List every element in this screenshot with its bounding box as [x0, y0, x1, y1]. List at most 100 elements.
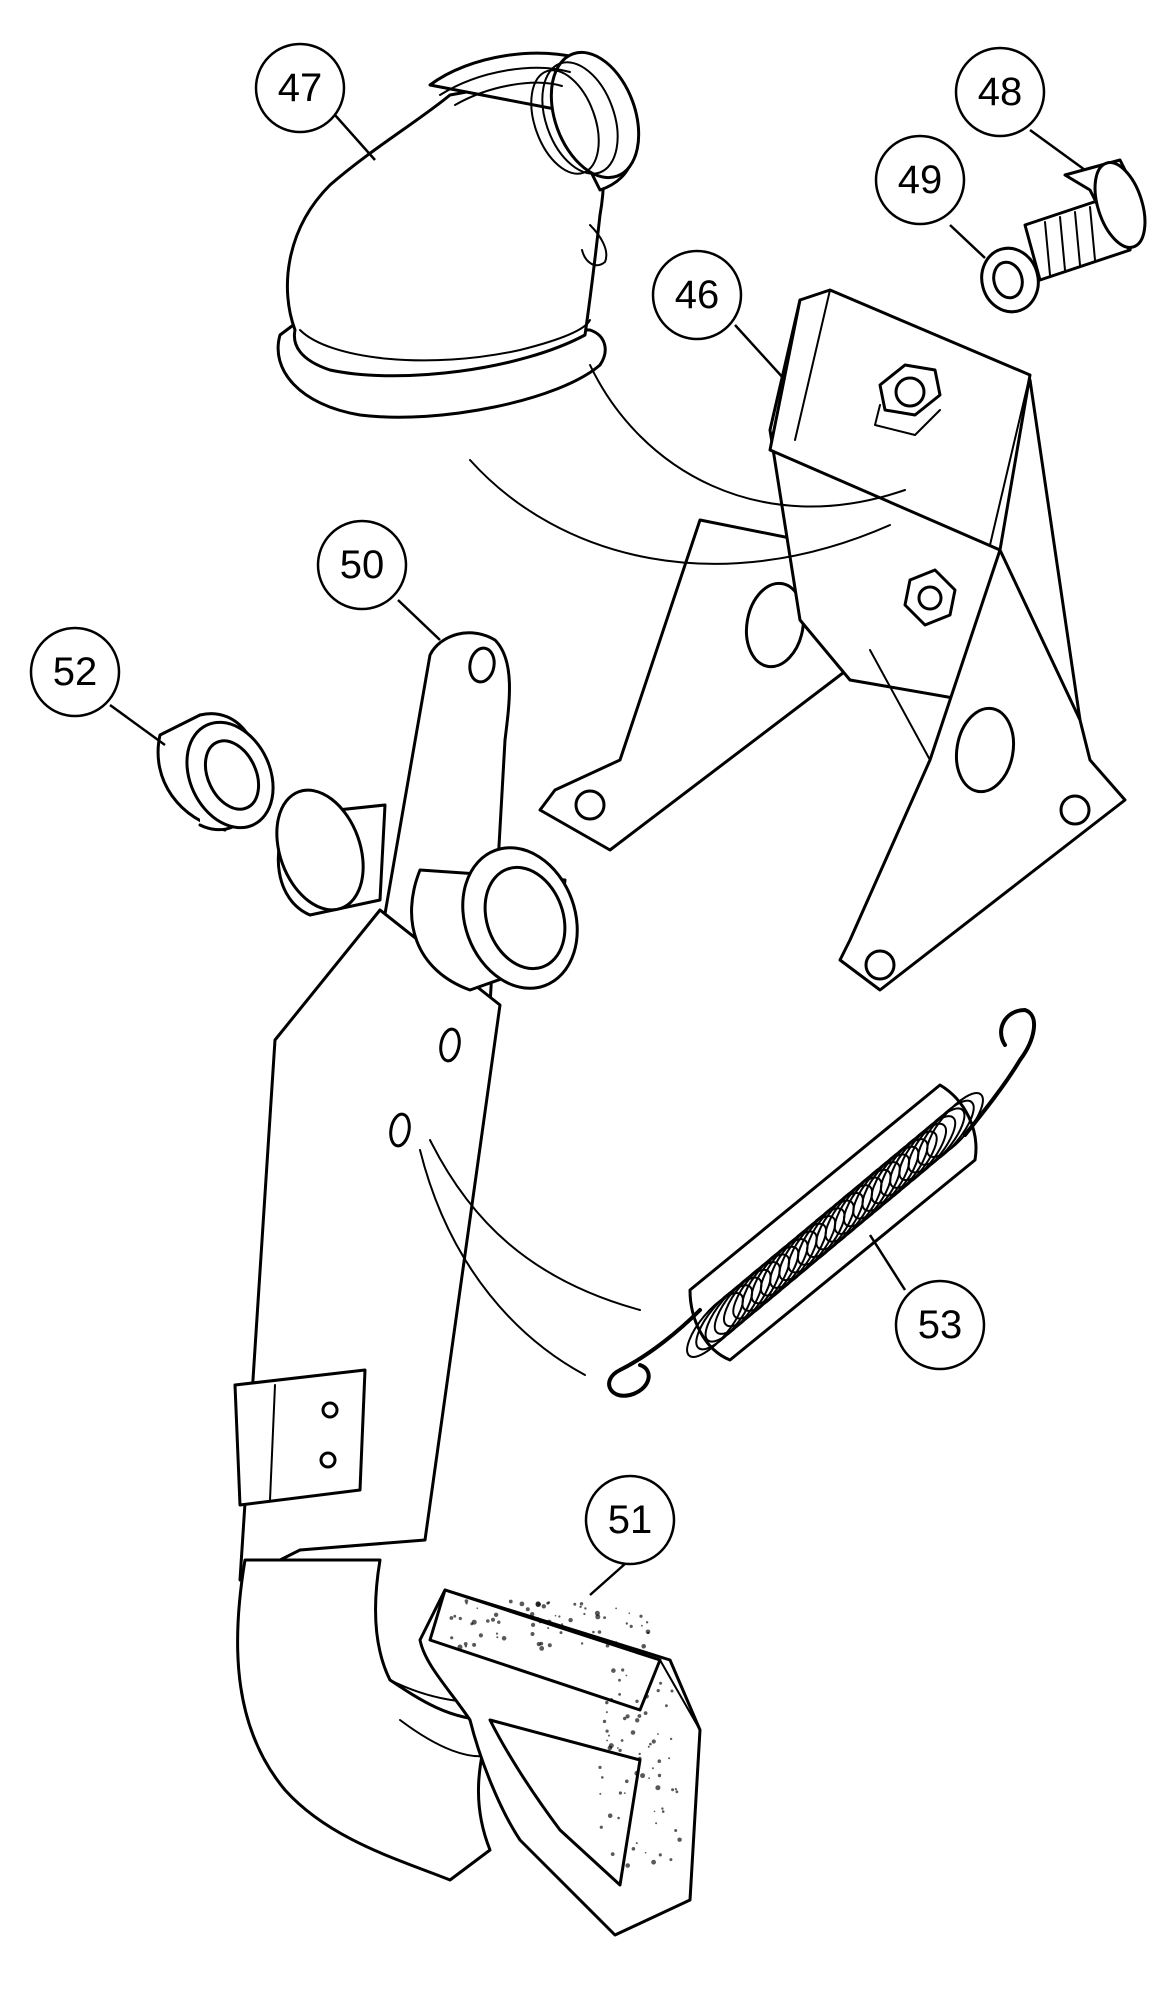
pad-texture-dot: [651, 1767, 654, 1770]
pad-texture-dot: [644, 1694, 649, 1699]
pad-texture-dot: [668, 1757, 671, 1760]
pad-texture-dot: [635, 1699, 639, 1704]
spring-coil: [900, 1101, 973, 1180]
callout-52: 52: [29, 626, 166, 747]
pad-texture-dot: [617, 1747, 619, 1749]
pad-texture-dot: [472, 1642, 477, 1647]
pad-texture-dot: [610, 1852, 615, 1856]
pad-texture-dot: [658, 1853, 662, 1857]
pad-texture-dot: [598, 1637, 602, 1641]
pad-texture-dot: [539, 1646, 545, 1651]
pad-texture-dot: [641, 1644, 646, 1649]
pedal-pad-part: [420, 1590, 700, 1935]
pad-texture-dot: [597, 1630, 602, 1634]
pad-texture-dot: [674, 1829, 678, 1832]
pad-texture-dot: [486, 1619, 490, 1623]
pad-texture-dot: [496, 1636, 499, 1639]
pad-texture-dot: [623, 1716, 627, 1721]
pad-texture-dot: [497, 1620, 501, 1624]
pad-texture-dot: [661, 1807, 664, 1810]
pad-texture-dot: [608, 1734, 610, 1737]
callout-50: 50: [316, 519, 441, 641]
pad-texture-dot: [607, 1813, 613, 1818]
pad-texture-dot: [675, 1790, 679, 1794]
pad-texture-dot: [525, 1607, 530, 1612]
pad-texture-dot: [458, 1616, 462, 1621]
pad-texture-dot: [674, 1788, 678, 1791]
callout-47-label: 47: [278, 66, 323, 110]
pad-texture-dot: [573, 1602, 577, 1606]
pad-texture-dot: [598, 1765, 602, 1769]
rubber-boot-part: [278, 40, 655, 417]
pad-texture-dot: [669, 1737, 673, 1741]
pad-texture-dot: [583, 1612, 586, 1616]
pad-texture-dot: [579, 1602, 584, 1606]
bolt-part: [1025, 156, 1155, 280]
pad-texture-dot: [530, 1632, 535, 1636]
pad-texture-dot: [634, 1770, 640, 1776]
pad-texture-dot: [536, 1642, 541, 1647]
callout-53-label: 53: [918, 1303, 963, 1347]
washer-part: [975, 242, 1046, 318]
pad-texture-dot: [599, 1825, 603, 1829]
pedal-bracket-part: [470, 290, 1125, 990]
pad-texture-dot: [559, 1631, 563, 1635]
pad-texture-dot: [617, 1816, 620, 1820]
pad-texture-dot: [635, 1842, 638, 1845]
pad-texture-dot: [561, 1623, 564, 1626]
pad-texture-dot: [648, 1777, 650, 1779]
pad-texture-dot: [530, 1612, 535, 1617]
pad-texture-dot: [625, 1779, 629, 1784]
bush-part: [158, 708, 289, 842]
callout-48: 48: [954, 46, 1086, 172]
pad-texture-dot: [453, 1614, 457, 1618]
pad-texture-dot: [584, 1607, 587, 1610]
pad-texture-dot: [450, 1636, 454, 1640]
pad-texture-dot: [580, 1642, 584, 1645]
pad-texture-dot: [629, 1624, 633, 1628]
pad-texture-dot: [645, 1621, 649, 1624]
pad-texture-dot: [605, 1700, 609, 1705]
pad-texture-dot: [465, 1602, 468, 1605]
pad-texture-dot: [670, 1689, 674, 1693]
pad-texture-dot: [665, 1704, 668, 1708]
pad-texture-dot: [605, 1643, 610, 1648]
pad-texture-dot: [625, 1714, 630, 1719]
pad-texture-dot: [655, 1785, 661, 1791]
pad-texture-dot: [661, 1810, 665, 1813]
pad-texture-dot: [457, 1644, 463, 1650]
pad-texture-dot: [464, 1645, 468, 1648]
pad-texture-dot: [625, 1863, 630, 1868]
pad-texture-dot: [531, 1622, 536, 1627]
pad-texture-dot: [677, 1837, 682, 1842]
pad-texture-dot: [538, 1620, 542, 1624]
pad-texture-dot: [546, 1619, 552, 1625]
callout-49-label: 49: [898, 158, 943, 202]
pad-texture-dot: [647, 1745, 650, 1748]
pad-texture-dot: [638, 1752, 641, 1756]
pad-texture-dot: [615, 1641, 618, 1644]
pad-texture-dot: [610, 1698, 613, 1701]
pad-texture-dot: [491, 1617, 495, 1622]
pad-texture-dot: [643, 1711, 648, 1715]
pad-texture-dot: [618, 1791, 623, 1795]
pad-texture-dot: [621, 1668, 625, 1672]
callout-50-label: 50: [340, 543, 385, 587]
pad-texture-dot: [541, 1604, 546, 1609]
callout-48-label: 48: [978, 70, 1023, 114]
pad-texture-dot: [656, 1689, 660, 1693]
callout-53: 53: [868, 1234, 986, 1371]
pad-texture-dot: [546, 1601, 550, 1605]
pad-texture-dot: [647, 1631, 650, 1634]
pad-texture-dot: [519, 1601, 525, 1607]
callouts-layer: 47 48 49 46 50 52: [29, 42, 1086, 1596]
pad-texture-dot: [615, 1607, 617, 1610]
pad-texture-dot: [449, 1616, 454, 1620]
pad-texture-dot: [599, 1792, 602, 1795]
pad-texture-dot: [635, 1718, 640, 1723]
pad-texture-dot: [579, 1605, 582, 1609]
pad-texture-dot: [659, 1681, 663, 1685]
pad-texture-dot: [671, 1788, 675, 1792]
pedal-arm-part: [235, 633, 640, 1880]
